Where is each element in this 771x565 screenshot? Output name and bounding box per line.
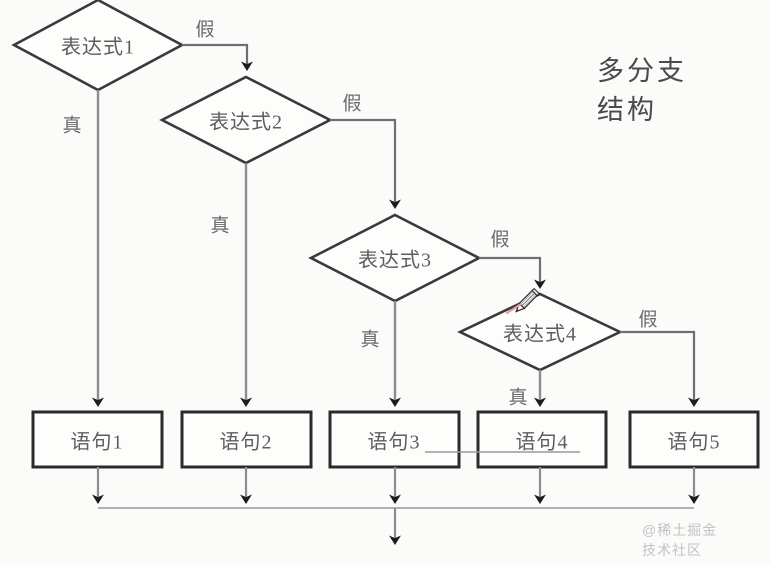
decision-label-expr4: 表达式4 <box>503 323 577 346</box>
process-label-stmt1: 语句1 <box>70 431 124 454</box>
edge-expr4-false <box>620 330 700 407</box>
decision-label-expr3: 表达式3 <box>358 249 432 272</box>
edge-label-expr1-true: 真 <box>62 115 82 137</box>
process-shape-stmt4 <box>476 410 608 469</box>
decision-label-expr2: 表达式2 <box>209 111 283 134</box>
process-shape-stmt1 <box>31 410 164 469</box>
process-label-stmt4: 语句4 <box>515 431 569 454</box>
decision-label-expr1: 表达式1 <box>61 36 135 59</box>
edge-expr2-false <box>330 118 401 209</box>
process-shape-stmt5 <box>628 410 760 469</box>
edge-label-expr2-false: 假 <box>342 93 362 115</box>
edge-label-expr3-true: 真 <box>360 329 380 351</box>
edge-label-expr2-true: 真 <box>210 215 230 237</box>
edge-label-expr4-true: 真 <box>508 387 528 409</box>
page-title: 多分支结构 <box>597 56 687 125</box>
edge-label-expr3-false: 假 <box>490 229 510 251</box>
process-label-stmt5: 语句5 <box>667 431 721 454</box>
edge-expr1-false <box>182 43 253 71</box>
edge-label-expr1-false: 假 <box>195 19 215 41</box>
edge-expr3-false <box>479 256 546 289</box>
edge-label-expr4-false: 假 <box>638 309 658 331</box>
ink-stroke-mark <box>506 303 522 314</box>
watermark-text: @稀土掘金技术社区 <box>642 522 718 558</box>
process-shape-stmt2 <box>180 410 313 469</box>
process-shape-stmt3 <box>328 410 461 469</box>
process-label-stmt2: 语句2 <box>219 431 273 454</box>
process-label-stmt3: 语句3 <box>367 431 421 454</box>
